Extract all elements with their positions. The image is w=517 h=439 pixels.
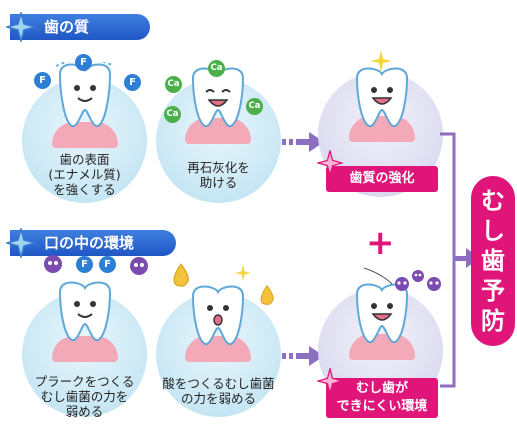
enamel-caption: 歯の表面 (エナメル質) を強くする xyxy=(48,152,121,197)
plaque-caption: プラークをつくる むし歯菌の力を 弱める xyxy=(34,374,135,419)
gum-shape xyxy=(52,122,118,148)
arrow-icon xyxy=(282,132,324,152)
mouth-section-header: 口の中の環境 xyxy=(10,230,176,256)
fluoride-ion: F xyxy=(76,256,93,273)
mouth-section-title: 口の中の環境 xyxy=(44,234,135,252)
calcium-ion: Ca xyxy=(165,76,182,93)
fluoride-ion: F xyxy=(75,54,92,71)
arrow-icon xyxy=(282,346,324,366)
calcium-ion: Ca xyxy=(246,98,263,115)
fluoride-ion: F xyxy=(124,74,141,91)
sparkle-icon xyxy=(317,368,343,394)
remineralize-caption: 再石灰化を 助ける xyxy=(187,160,250,190)
caries-prevention-pill: む し 歯 予 防 xyxy=(471,176,515,346)
gum-shape xyxy=(185,118,251,144)
acid-drop-icon xyxy=(173,263,189,287)
acid-drop-icon xyxy=(260,284,274,305)
calcium-ion: Ca xyxy=(208,60,225,77)
plus-sign: + xyxy=(366,223,395,263)
result-environment: むし歯が できにくい環境 xyxy=(326,378,438,418)
enamel-section-title: 歯の質 xyxy=(44,18,90,36)
fluoride-ion: F xyxy=(99,256,116,273)
gum-shape xyxy=(349,116,415,142)
shine-icon xyxy=(370,50,392,72)
sparkle-icon xyxy=(6,12,36,42)
tooth-icon xyxy=(55,62,115,128)
tooth-icon xyxy=(355,67,409,128)
bacteria-group-icon xyxy=(363,267,441,291)
bacteria-icon xyxy=(44,255,62,273)
result-tooth-strength: 歯質の強化 xyxy=(326,166,438,192)
sparkle-icon xyxy=(6,228,36,258)
tooth-icon xyxy=(58,281,112,342)
shine-icon xyxy=(234,264,252,282)
sparkle-icon xyxy=(317,150,343,176)
tooth-icon xyxy=(355,283,409,344)
gum-shape xyxy=(185,336,251,362)
bacteria-icon xyxy=(130,257,148,275)
gum-shape xyxy=(52,336,118,362)
gum-shape xyxy=(349,334,415,360)
tooth-icon xyxy=(191,67,245,128)
fluoride-ion: F xyxy=(34,72,51,89)
tooth-icon xyxy=(191,285,245,346)
calcium-ion: Ca xyxy=(164,106,181,123)
acid-caption: 酸をつくるむし歯菌 の力を弱める xyxy=(162,376,275,406)
